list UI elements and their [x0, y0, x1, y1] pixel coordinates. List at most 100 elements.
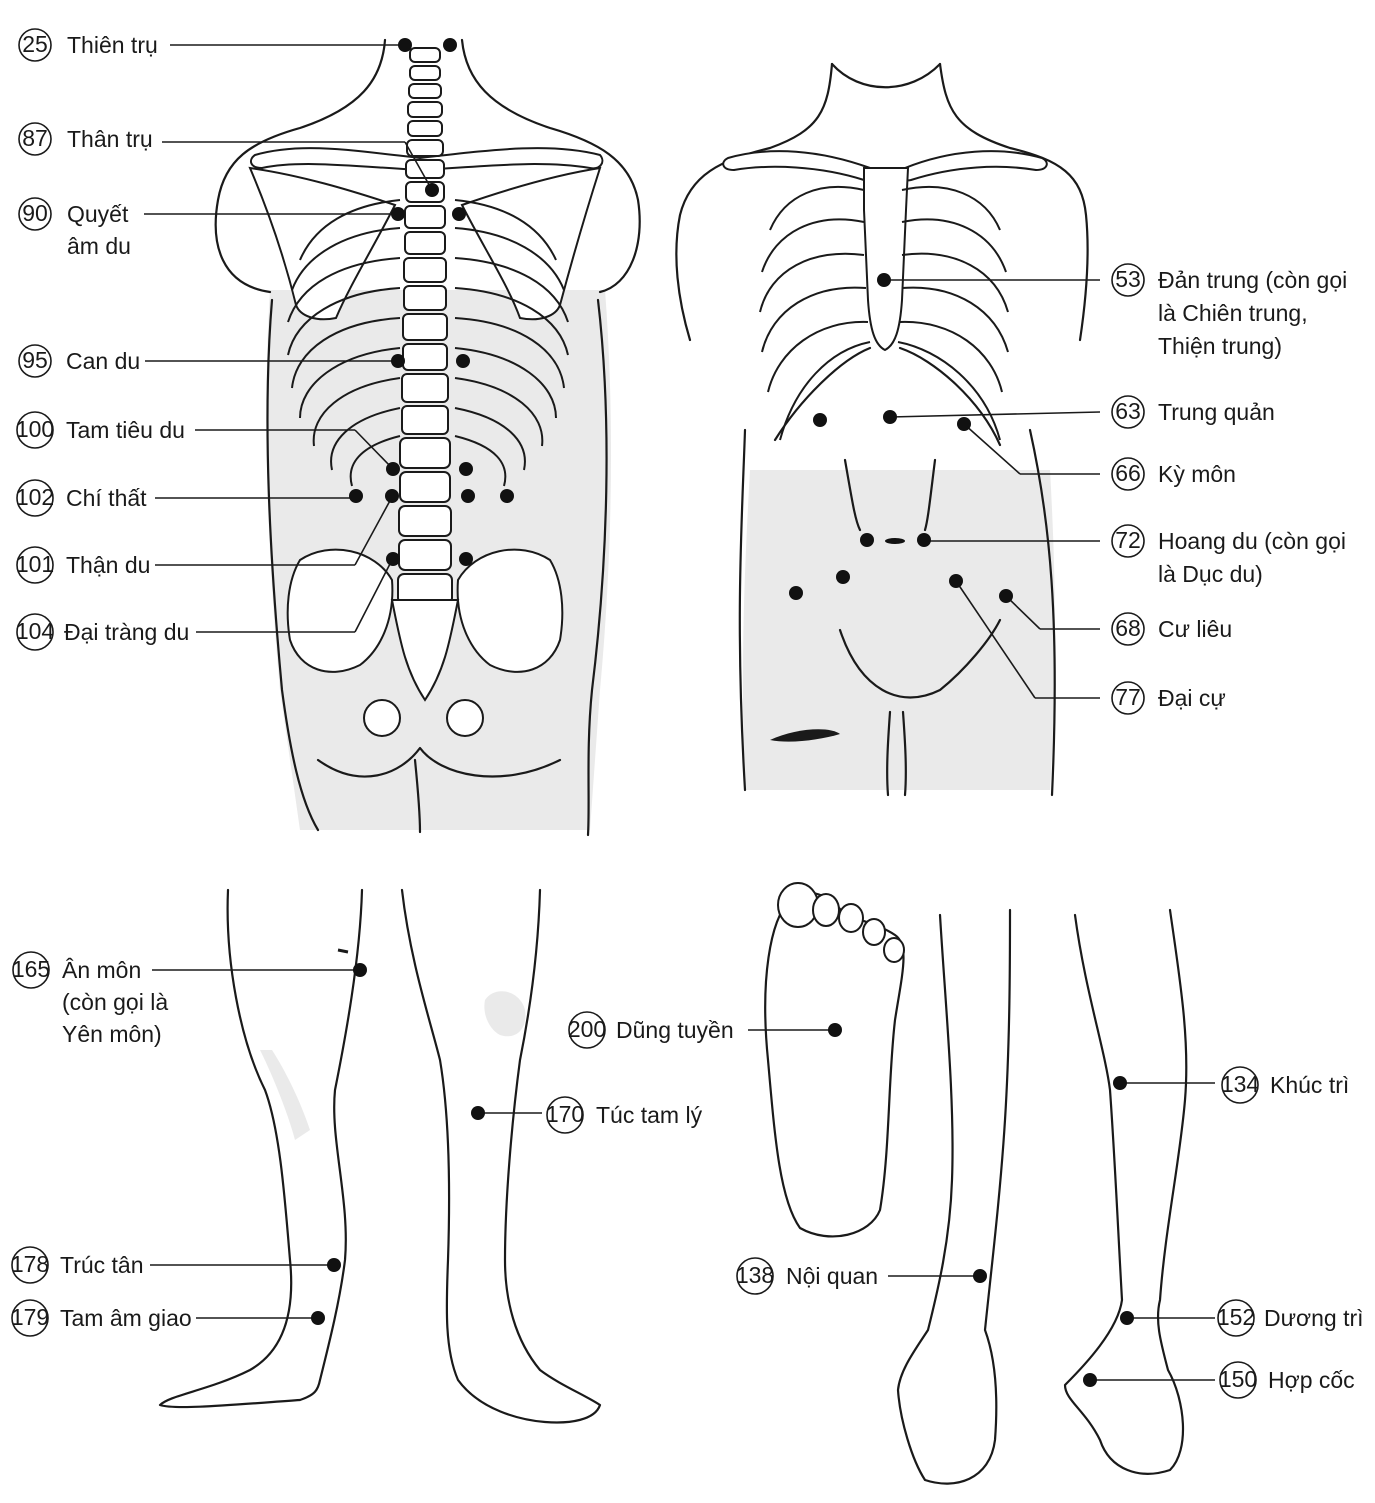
svg-text:Thân trụ: Thân trụ — [67, 126, 153, 152]
label-p95: 95 Can du — [18, 344, 140, 378]
svg-text:72: 72 — [1115, 527, 1141, 553]
label-p90: 90 Quyết âm du — [18, 197, 131, 259]
label-p170: 170 Túc tam lý — [546, 1096, 703, 1134]
label-p72: 72 Hoang du (còn gọi là Dục du) — [1111, 524, 1346, 587]
svg-text:Thận du: Thận du — [66, 552, 150, 578]
acupoint-dot — [459, 552, 473, 566]
svg-text:Can du: Can du — [66, 348, 140, 374]
svg-text:Kỳ môn: Kỳ môn — [1158, 461, 1236, 487]
svg-text:66: 66 — [1115, 460, 1141, 486]
acupoint-dot — [500, 489, 514, 503]
svg-text:Đại tràng du: Đại tràng du — [64, 619, 189, 645]
svg-text:63: 63 — [1115, 398, 1141, 424]
acupoint-dot — [391, 207, 405, 221]
acupoint-dot — [425, 183, 439, 197]
label-p77: 77 Đại cự — [1111, 681, 1226, 715]
back-torso-figure — [214, 38, 641, 837]
acupoint-labels: 25 Thiên trụ 87 Thân trụ 90 Quyết âm du … — [11, 28, 1364, 1399]
acupoint-dot — [459, 462, 473, 476]
svg-text:Khúc trì: Khúc trì — [1270, 1072, 1349, 1098]
svg-text:200: 200 — [568, 1016, 606, 1042]
acupoint-dot — [917, 533, 931, 547]
svg-text:95: 95 — [22, 347, 48, 373]
label-p178: 178 Trúc tân — [11, 1246, 144, 1284]
label-p165: 165 Ân môn (còn gọi là Yên môn) — [12, 951, 168, 1047]
acupoint-dot — [327, 1258, 341, 1272]
svg-text:âm du: âm du — [67, 233, 131, 259]
svg-text:Đản trung (còn gọi: Đản trung (còn gọi — [1158, 267, 1347, 293]
label-p138: 138 Nội quan — [736, 1257, 878, 1295]
label-p87: 87 Thân trụ — [18, 122, 153, 156]
svg-text:Trúc tân: Trúc tân — [60, 1252, 144, 1278]
acupoint-dot — [813, 413, 827, 427]
acupoint-dot — [973, 1269, 987, 1283]
svg-text:Nội quan: Nội quan — [786, 1263, 878, 1289]
label-p63: 63 Trung quản — [1111, 395, 1275, 429]
svg-text:87: 87 — [22, 125, 48, 151]
acupoint-dot — [353, 963, 367, 977]
acupoint-dot — [443, 38, 457, 52]
svg-text:77: 77 — [1115, 684, 1141, 710]
svg-text:Thiên trụ: Thiên trụ — [67, 32, 158, 58]
svg-text:Ân môn: Ân môn — [62, 957, 141, 983]
svg-text:150: 150 — [1219, 1366, 1257, 1392]
acupoint-dot — [877, 273, 891, 287]
acupoint-dot — [452, 207, 466, 221]
acupoint-dot — [949, 574, 963, 588]
label-p134: 134 Khúc trì — [1221, 1066, 1349, 1104]
svg-text:Dũng tuyền: Dũng tuyền — [616, 1017, 734, 1043]
svg-text:178: 178 — [11, 1251, 49, 1277]
acupoint-dot — [398, 38, 412, 52]
svg-text:Cư liêu: Cư liêu — [1158, 616, 1232, 642]
label-p53: 53 Đản trung (còn gọi là Chiên trung, Th… — [1111, 263, 1347, 359]
label-p68: 68 Cư liêu — [1111, 612, 1232, 646]
label-p200: 200 Dũng tuyền — [568, 1011, 734, 1049]
label-p25: 25 Thiên trụ — [18, 28, 158, 62]
navel — [885, 538, 905, 544]
svg-text:165: 165 — [12, 956, 50, 982]
acupoint-dot — [789, 586, 803, 600]
foot-sole-figure — [764, 882, 905, 1238]
acupoint-dot — [828, 1023, 842, 1037]
svg-text:102: 102 — [16, 484, 54, 510]
svg-text:Hoang du (còn gọi: Hoang du (còn gọi — [1158, 528, 1346, 554]
svg-text:104: 104 — [16, 618, 55, 644]
acupoint-dot — [349, 489, 363, 503]
acupoint-dot — [456, 354, 470, 368]
svg-text:25: 25 — [22, 31, 48, 57]
svg-text:138: 138 — [736, 1262, 774, 1288]
acupoint-dot — [860, 533, 874, 547]
acupoint-dot — [386, 462, 400, 476]
acupoint-dot — [999, 589, 1013, 603]
acupoint-dot — [883, 410, 897, 424]
acupoint-dot — [311, 1311, 325, 1325]
label-p100: 100 Tam tiêu du — [16, 411, 185, 449]
svg-text:101: 101 — [16, 551, 54, 577]
svg-text:Thiện trung): Thiện trung) — [1158, 333, 1282, 359]
svg-text:Trung quản: Trung quản — [1158, 399, 1275, 425]
svg-text:Tam tiêu du: Tam tiêu du — [66, 417, 185, 443]
svg-text:53: 53 — [1115, 266, 1141, 292]
acupoint-dot — [957, 417, 971, 431]
svg-text:134: 134 — [1221, 1071, 1260, 1097]
svg-text:68: 68 — [1115, 615, 1141, 641]
svg-text:là Chiên trung,: là Chiên trung, — [1158, 300, 1308, 326]
svg-text:Yên môn): Yên môn) — [62, 1021, 162, 1047]
acupoint-dot — [385, 489, 399, 503]
svg-text:90: 90 — [22, 200, 48, 226]
svg-text:Chí thất: Chí thất — [66, 485, 147, 511]
svg-text:Quyết: Quyết — [67, 201, 129, 227]
label-p150: 150 Hợp cốc — [1219, 1361, 1355, 1399]
acupoint-dot — [391, 354, 405, 368]
svg-text:Hợp cốc: Hợp cốc — [1268, 1367, 1355, 1393]
acupoint-dot — [461, 489, 475, 503]
label-p101: 101 Thận du — [16, 546, 150, 584]
label-p152: 152 Dương trì — [1217, 1299, 1364, 1337]
acupoint-dots — [311, 38, 1134, 1387]
acupoint-dot — [386, 552, 400, 566]
acupoint-dot — [836, 570, 850, 584]
svg-text:(còn gọi là: (còn gọi là — [62, 989, 168, 1015]
acupoint-dot — [1120, 1311, 1134, 1325]
